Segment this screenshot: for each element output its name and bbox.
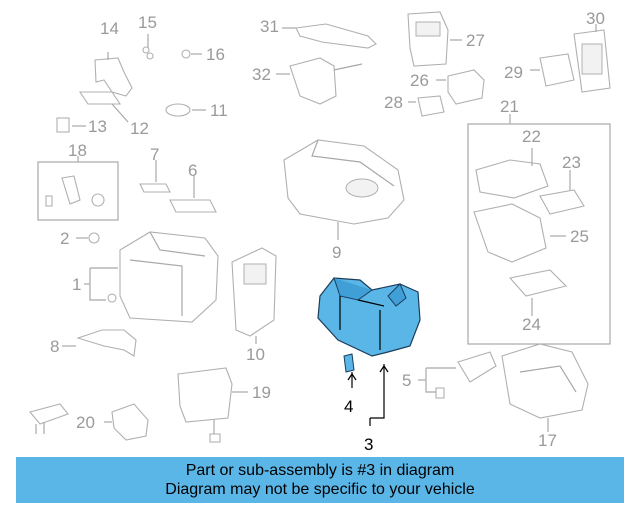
callout-12: 12 (130, 119, 149, 138)
callout-15: 15 (138, 13, 157, 32)
part-28 (408, 95, 445, 117)
part-12 (78, 91, 129, 123)
callout-2: 2 (60, 229, 69, 248)
callout-3: 3 (364, 435, 373, 454)
part-16 (181, 49, 202, 59)
parts-diagram: 14 15 16 31 27 30 32 26 29 28 12 11 13 2… (29, 9, 611, 454)
part-13 (56, 117, 86, 133)
part-29 (530, 53, 575, 87)
callout-7: 7 (150, 145, 159, 164)
part-26 (436, 69, 485, 105)
callout-26: 26 (410, 71, 429, 90)
callout-17: 17 (538, 431, 557, 450)
callout-1: 1 (72, 275, 81, 294)
callout-24: 24 (522, 315, 541, 334)
leader-3-4 (347, 364, 389, 426)
callout-19: 19 (252, 383, 271, 402)
callout-29: 29 (504, 63, 523, 82)
callout-11: 11 (210, 101, 228, 120)
callout-30: 30 (586, 9, 605, 28)
callout-8: 8 (50, 337, 59, 356)
callout-22: 22 (522, 127, 541, 146)
part-15 (142, 34, 154, 60)
part-30 (573, 24, 611, 93)
part-11 (165, 103, 206, 117)
part-5 (418, 351, 497, 399)
callout-labels: 14 15 16 31 27 30 32 26 29 28 12 11 13 2… (50, 9, 605, 454)
part-17 (501, 343, 589, 432)
callout-6: 6 (188, 161, 197, 180)
part-4-clip (343, 353, 355, 373)
callout-21: 21 (500, 97, 519, 116)
part-32 (276, 57, 363, 105)
part-23 (539, 170, 585, 215)
part-9 (283, 139, 405, 240)
callout-14: 14 (100, 19, 119, 38)
callout-20: 20 (76, 413, 95, 432)
part-24 (508, 269, 568, 316)
part-14 (94, 52, 133, 97)
part-6 (169, 176, 217, 213)
info-banner: Part or sub-assembly is #3 in diagram Di… (16, 457, 624, 503)
part-2 (76, 232, 100, 244)
part-7 (139, 160, 171, 193)
part-20 (29, 403, 149, 441)
callout-18: 18 (68, 141, 87, 160)
callout-27: 27 (466, 31, 485, 50)
part-19 (177, 367, 248, 443)
part-22 (475, 148, 549, 199)
part-3-highlighted[interactable] (317, 277, 421, 357)
callout-32: 32 (252, 65, 271, 84)
callout-9: 9 (332, 243, 341, 262)
part-10 (231, 247, 277, 344)
part-27 (407, 11, 462, 67)
callout-4: 4 (344, 397, 353, 416)
banner-line-2: Diagram may not be specific to your vehi… (165, 481, 475, 498)
part-1 (84, 231, 219, 323)
part-31 (282, 23, 377, 49)
callout-28: 28 (384, 93, 403, 112)
part-8 (62, 329, 137, 357)
callout-16: 16 (206, 45, 225, 64)
banner-line-1: Part or sub-assembly is #3 in diagram (185, 462, 455, 479)
callout-10: 10 (246, 345, 265, 364)
part-18 (37, 156, 119, 221)
callout-31: 31 (260, 17, 279, 36)
callout-5: 5 (402, 371, 411, 390)
callout-13: 13 (88, 117, 107, 136)
callout-23: 23 (562, 153, 581, 172)
callout-25: 25 (570, 227, 589, 246)
part-25 (473, 203, 566, 263)
